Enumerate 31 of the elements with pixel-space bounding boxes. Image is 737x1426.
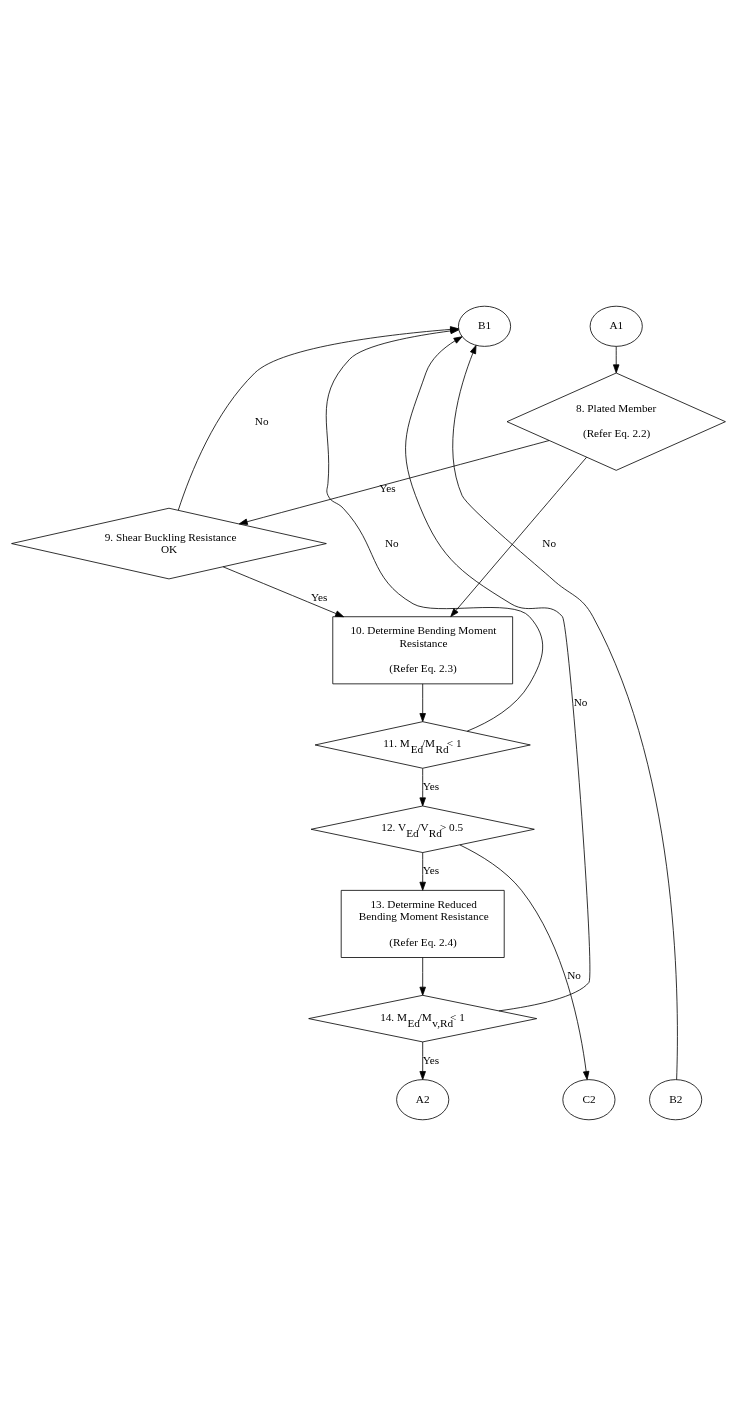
arrow xyxy=(419,683,426,722)
edge-label: No xyxy=(384,536,399,549)
edge-label: Yes xyxy=(422,1053,440,1066)
edge-label: No xyxy=(542,536,557,549)
edge-label: Yes xyxy=(422,864,440,877)
arrow xyxy=(450,456,587,617)
edge-label: Yes xyxy=(311,590,328,603)
arrow xyxy=(405,336,591,1012)
node-ellipse: A1 xyxy=(589,305,643,347)
node-diamond: 8. Plated Member (Refer Eq. 2.2) xyxy=(506,372,726,471)
edge-label: No xyxy=(573,695,588,708)
arrow xyxy=(222,566,344,618)
node-ellipse: B1 xyxy=(458,305,512,347)
node-box: 10. Determine Bending Moment Resistance (Refer Eq. 2.3) xyxy=(332,616,514,685)
node-diamond: 9. Shear Buckling Resistance OK xyxy=(11,507,327,580)
arrow xyxy=(238,440,550,525)
edge-label: No xyxy=(567,969,581,982)
edge-label: No xyxy=(254,414,269,427)
arrow xyxy=(459,844,590,1080)
arrow xyxy=(419,957,426,996)
edge-label: Yes xyxy=(422,780,440,793)
node-ellipse: B2 xyxy=(649,1079,703,1121)
node-ellipse: A2 xyxy=(396,1079,450,1121)
edge-label: Yes xyxy=(379,482,396,495)
node-box: 13. Determine Reduced Bending Moment Resistance (Refer Eq. 2.4) xyxy=(340,890,505,958)
arrow xyxy=(419,1041,426,1080)
arrow xyxy=(452,345,678,1080)
arrow xyxy=(419,852,426,891)
arrow xyxy=(613,346,620,374)
node-ellipse: C2 xyxy=(562,1079,616,1121)
arrow xyxy=(419,767,426,807)
